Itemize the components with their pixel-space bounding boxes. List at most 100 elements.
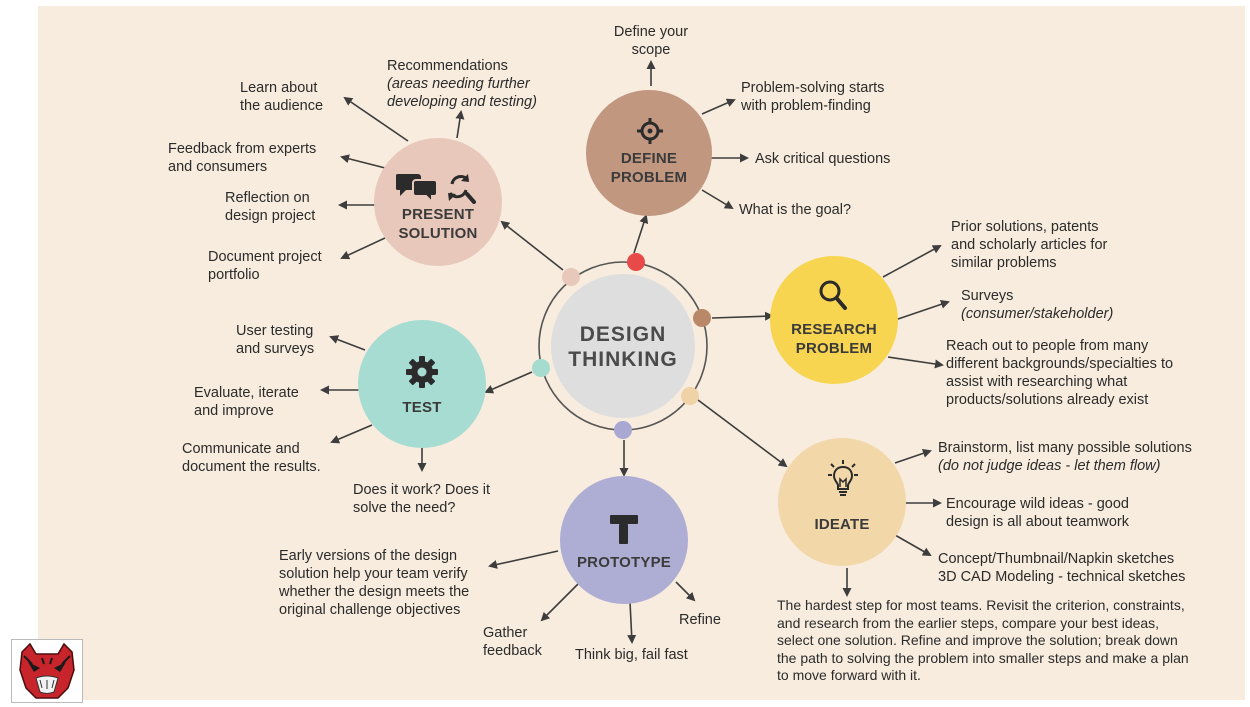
note-line: Define your	[613, 24, 689, 40]
note-line: solution help your team verify	[279, 566, 468, 582]
note-line: and research from the earlier steps, com…	[777, 614, 1160, 631]
ring-dot-prototype	[614, 421, 632, 439]
note-line: select one solution. Refine and improve …	[777, 632, 1178, 648]
note-line: and consumers	[168, 159, 268, 175]
note-line: and scholarly articles for	[951, 237, 1108, 253]
note-line: Reflection on	[225, 190, 310, 206]
note-line-italic: developing and testing)	[387, 94, 537, 110]
note-line: Reach out to people from many	[946, 338, 1149, 354]
note-line: solve the need?	[353, 500, 456, 516]
present-title-line2: SOLUTION	[398, 225, 478, 242]
note-ideate-concept: Concept/Thumbnail/Napkin sketches 3D CAD…	[938, 550, 1185, 586]
magnifier-icon	[819, 280, 847, 310]
note-line: Think big, fail fast	[575, 647, 688, 663]
prototype-title-line1: PROTOTYPE	[576, 554, 672, 571]
arrow-center-ideate	[697, 399, 788, 468]
note-line: original challenge objectives	[279, 602, 461, 618]
note-line-italic: (do not judge ideas - let them flow)	[938, 458, 1161, 474]
test-title: TEST	[358, 398, 486, 417]
define-title-line1: DEFINE	[620, 150, 678, 167]
ring-dot-test	[532, 359, 550, 377]
note-prototype-refine: Refine	[679, 611, 721, 629]
note-line-italic: (areas needing further	[387, 76, 530, 92]
ideate-title: IDEATE	[778, 515, 906, 534]
note-line: the path to solving the problem into sma…	[777, 649, 1189, 666]
note-line: Surveys	[961, 288, 1014, 304]
note-line: Evaluate, iterate	[194, 385, 299, 401]
note-ideate-wild: Encourage wild ideas - good design is al…	[946, 495, 1129, 531]
note-line: Communicate and	[182, 441, 300, 457]
define-problem-circle	[586, 90, 712, 216]
note-line: feedback	[483, 643, 542, 659]
note-test-evaluate: Evaluate, iterate and improve	[194, 384, 299, 420]
center-title-line2: THINKING	[568, 348, 678, 371]
note-line: portfolio	[208, 267, 260, 283]
note-line: Prior solutions, patents	[951, 219, 1099, 235]
research-problem-title: RESEARCH PROBLEM	[770, 320, 898, 358]
note-define-critical: Ask critical questions	[755, 150, 890, 168]
arrow-center-test	[484, 371, 533, 394]
present-solution-title: PRESENT SOLUTION	[374, 205, 502, 243]
note-line: similar problems	[951, 255, 1057, 271]
note-prototype-early: Early versions of the design solution he…	[279, 547, 469, 619]
note-research-prior: Prior solutions, patents and scholarly a…	[951, 218, 1107, 272]
note-line: Learn about	[240, 80, 318, 96]
note-prototype-gather: Gather feedback	[483, 624, 542, 660]
define-problem-title: DEFINE PROBLEM	[586, 149, 712, 187]
note-present-feedback: Feedback from experts and consumers	[168, 140, 316, 176]
note-line: and improve	[194, 403, 274, 419]
note-line: Ask critical questions	[755, 151, 891, 167]
note-line: 3D CAD Modeling - technical sketches	[938, 569, 1186, 585]
note-test-user: User testing and surveys	[236, 322, 314, 358]
note-line: scope	[631, 42, 671, 58]
note-line: Feedback from experts	[168, 141, 317, 157]
test-title-line1: TEST	[402, 399, 442, 416]
center-circle	[551, 274, 695, 418]
gear-icon	[406, 356, 438, 388]
ideate-circle	[778, 438, 906, 566]
note-line: assist with researching what	[946, 374, 1128, 390]
note-line: with problem-finding	[741, 98, 871, 114]
ring-dot-ideate	[681, 387, 699, 405]
note-line: design project	[225, 208, 316, 224]
note-line: document the results.	[182, 459, 321, 475]
lightbulb-icon	[828, 460, 858, 496]
research-problem-circle	[770, 256, 898, 384]
note-line: Gather	[483, 625, 528, 641]
tiger-mascot-logo	[11, 639, 83, 703]
note-present-document: Document project portfolio	[208, 248, 322, 284]
note-line: Encourage wild ideas - good	[946, 496, 1129, 512]
note-present-recommend: Recommendations (areas needing further d…	[387, 57, 537, 111]
crosshair-icon	[637, 118, 663, 144]
note-line: What is the goal?	[739, 202, 852, 218]
note-line: Problem-solving starts	[741, 80, 885, 96]
note-ideate-hardest: The hardest step for most teams. Revisit…	[777, 597, 1189, 685]
note-line: Brainstorm, list many possible solutions	[938, 440, 1192, 456]
tiger-logo-art	[19, 642, 75, 699]
note-ideate-brainstorm: Brainstorm, list many possible solutions…	[938, 439, 1192, 475]
ring-dot-present	[562, 268, 580, 286]
prototype-title: PROTOTYPE	[560, 553, 688, 572]
note-present-learn: Learn about the audience	[240, 79, 323, 115]
center-title-line1: DESIGN	[579, 323, 667, 346]
arrow-center-research	[711, 311, 774, 321]
chat-bubbles-and-refresh-icon	[396, 174, 476, 204]
center-title: DESIGN THINKING	[551, 322, 695, 372]
note-line: Refine	[679, 612, 721, 628]
note-line: Early versions of the design	[279, 548, 458, 564]
note-present-reflection: Reflection on design project	[225, 189, 315, 225]
note-line: whether the design meets the	[279, 584, 470, 600]
note-line: The hardest step for most teams. Revisit…	[777, 597, 1185, 613]
define-title-line2: PROBLEM	[610, 169, 688, 186]
note-test-works: Does it work? Does it solve the need?	[353, 481, 490, 517]
note-line: different backgrounds/specialties to	[946, 356, 1174, 372]
note-line: Document project	[208, 249, 322, 265]
present-title-line1: PRESENT	[401, 206, 475, 223]
note-line: Does it work? Does it	[353, 482, 490, 498]
note-line-italic: (consumer/stakeholder)	[961, 306, 1114, 322]
present-solution-circle	[374, 138, 502, 266]
note-research-surveys: Surveys (consumer/stakeholder)	[961, 287, 1113, 323]
arrow-center-present	[500, 220, 564, 271]
